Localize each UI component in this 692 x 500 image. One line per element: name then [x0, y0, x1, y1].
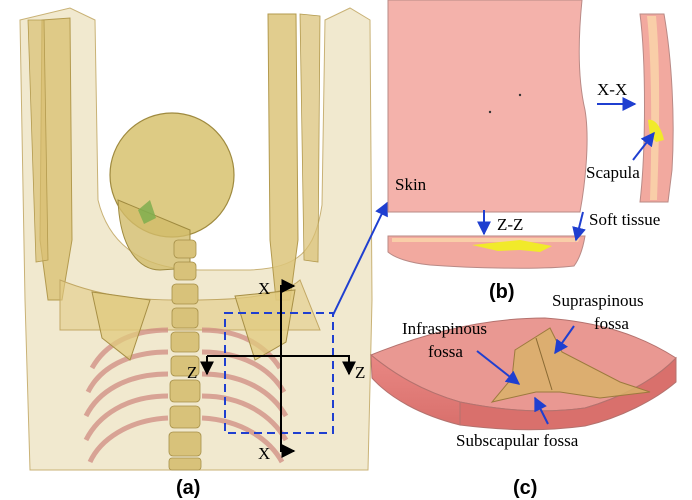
- right-humerus: [268, 14, 298, 300]
- caption-b: (b): [489, 281, 515, 303]
- label-infraspinous-1: Infraspinous: [402, 319, 487, 338]
- label-z-right: Z: [355, 363, 365, 382]
- panel-b: Skin X-X Scapula Z-Z Soft tissue (b): [388, 0, 673, 303]
- label-zz: Z-Z: [497, 215, 523, 234]
- label-scapula: Scapula: [586, 163, 640, 182]
- label-soft-tissue: Soft tissue: [589, 210, 660, 229]
- caption-c: (c): [513, 477, 537, 499]
- caption-a: (a): [176, 477, 200, 499]
- panel-c: Supraspinous fossa Infraspinous fossa Su…: [371, 291, 676, 499]
- label-supraspinous-2: fossa: [594, 314, 629, 333]
- panel-a-body-render: [20, 8, 372, 470]
- label-subscapular: Subscapular fossa: [456, 431, 579, 450]
- right-forearm: [300, 14, 320, 262]
- label-supraspinous-1: Supraspinous: [552, 291, 644, 310]
- label-z-left: Z: [187, 363, 197, 382]
- label-infraspinous-2: fossa: [428, 342, 463, 361]
- label-xx: X-X: [597, 80, 627, 99]
- section-zz-softtissue: [392, 238, 580, 242]
- label-skin: Skin: [395, 175, 427, 194]
- label-x-bottom: X: [258, 444, 270, 463]
- label-x-top: X: [258, 279, 270, 298]
